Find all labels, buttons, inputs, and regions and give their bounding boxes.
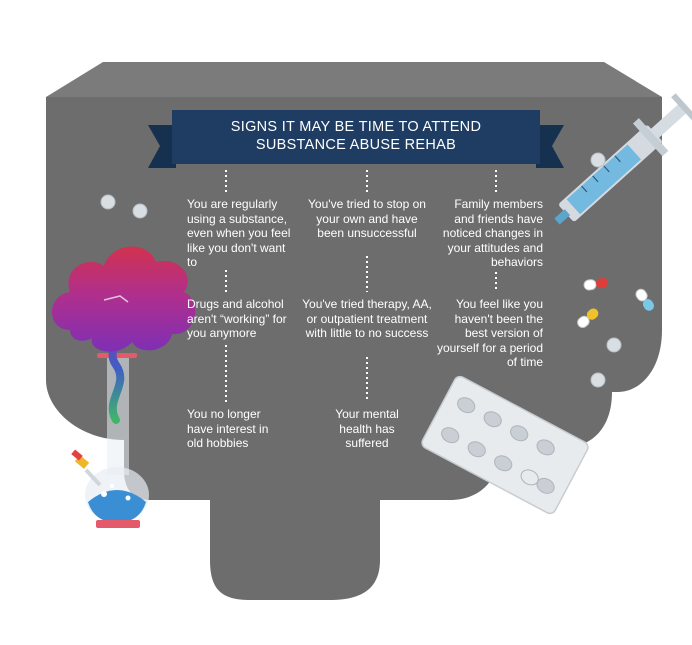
sign-regular-use: You are regularly using a substance, eve… bbox=[187, 197, 291, 269]
sign-family-noticed-changes: Family members and friends have noticed … bbox=[442, 197, 543, 269]
banner-title-line-1: SIGNS IT MAY BE TIME TO ATTEND bbox=[230, 119, 482, 135]
sign-drugs-not-working: Drugs and alcohol aren't “working” for y… bbox=[187, 297, 287, 340]
sign-tried-therapy: You've tried therapy, AA, or outpatient … bbox=[302, 297, 432, 340]
dotted-connectors bbox=[225, 170, 497, 402]
sign-not-best-version: You feel like you haven't been the best … bbox=[436, 297, 543, 369]
bong-icon bbox=[71, 353, 149, 528]
banner-fold-right bbox=[536, 125, 564, 168]
panel-lid bbox=[46, 62, 662, 97]
banner bbox=[172, 110, 540, 164]
banner-fold-left bbox=[148, 125, 176, 168]
pill-blister-pack-icon bbox=[421, 375, 589, 515]
pill-icon bbox=[100, 152, 622, 388]
background-panel bbox=[46, 97, 662, 600]
banner-title-line-2: SUBSTANCE ABUSE REHAB bbox=[255, 137, 457, 153]
sign-tried-to-stop: You've tried to stop on your own and hav… bbox=[308, 197, 426, 240]
sign-lost-interest-hobbies: You no longer have interest in old hobbi… bbox=[187, 407, 269, 450]
banner-title: SIGNS IT MAY BE TIME TO ATTEND SUBSTANCE… bbox=[176, 118, 536, 154]
smoke-cloud-icon bbox=[52, 246, 196, 424]
sign-mental-health-text: Your mental health has suffered bbox=[335, 407, 399, 450]
capsule-icon bbox=[577, 278, 655, 328]
syringe-icon bbox=[505, 93, 692, 268]
